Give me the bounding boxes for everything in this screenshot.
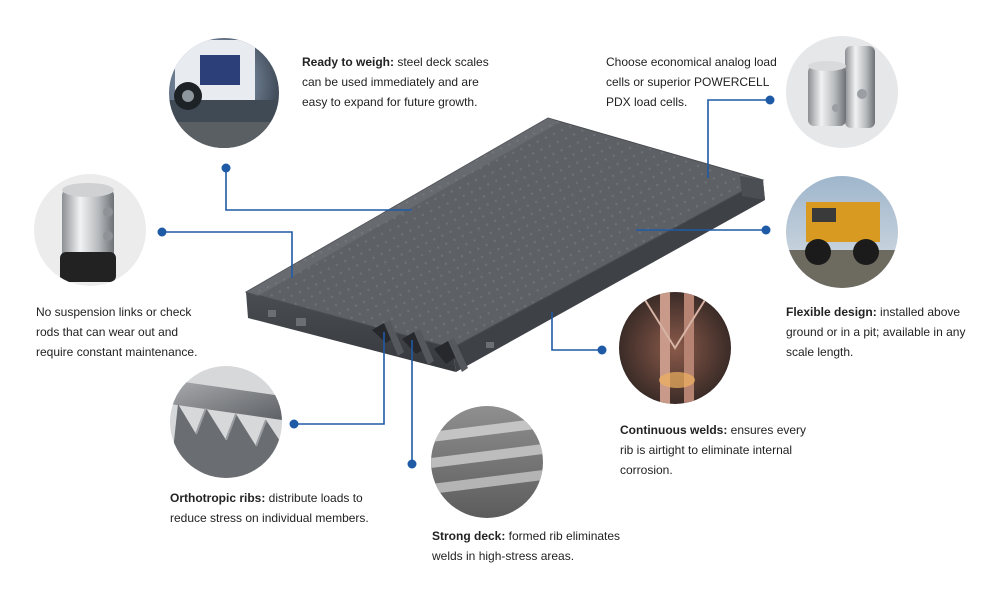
- caption-ribs-title: Orthotropic ribs:: [170, 491, 266, 505]
- caption-ribs-body: distribute loads to reduce stress on ind…: [170, 491, 369, 525]
- caption-flexible: Flexible design: installed above ground …: [786, 302, 976, 362]
- deck-ribs-photo: [431, 406, 543, 518]
- caption-load-cells-body: Choose economical analog load cells or s…: [606, 55, 777, 109]
- steel-deck-platform: [244, 117, 765, 372]
- ribs-closeup-photo: [170, 366, 282, 478]
- truck-photo: [169, 38, 279, 148]
- caption-welds: Continuous welds: ensures every rib is a…: [620, 420, 816, 480]
- caption-strong-deck-body: formed rib eliminates welds in high-stre…: [432, 529, 621, 563]
- caption-welds-title: Continuous welds:: [620, 423, 728, 437]
- caption-load-cells: Choose economical analog load cells or s…: [606, 52, 786, 112]
- leader-load-cells: [707, 99, 770, 178]
- caption-suspension: No suspension links or check rods that c…: [36, 302, 216, 362]
- load-cell-photo: [34, 174, 146, 286]
- leader-welds: [551, 312, 602, 351]
- leader-ready: [225, 168, 412, 211]
- caption-welds-body: ensures every rib is airtight to elimina…: [620, 423, 807, 477]
- leader-dots: [157, 95, 775, 469]
- caption-strong-deck: Strong deck: formed rib eliminates welds…: [432, 526, 632, 566]
- weld-interior-photo: [619, 292, 731, 404]
- caption-suspension-body: No suspension links or check rods that c…: [36, 305, 198, 359]
- caption-ready-body: steel deck scales can be used immediatel…: [302, 55, 489, 109]
- leader-suspension: [162, 231, 293, 278]
- caption-flexible-body: installed above ground or in a pit; avai…: [786, 305, 966, 359]
- leader-ribs: [294, 332, 385, 425]
- dump-truck-photo: [786, 176, 898, 288]
- load-cells-photo: [786, 36, 898, 148]
- caption-flexible-title: Flexible design:: [786, 305, 877, 319]
- caption-strong-deck-title: Strong deck:: [432, 529, 506, 543]
- caption-ready: Ready to weigh: steel deck scales can be…: [302, 52, 502, 112]
- caption-ribs: Orthotropic ribs: distribute loads to re…: [170, 488, 375, 528]
- caption-ready-title: Ready to weigh:: [302, 55, 395, 69]
- leader-lines: [162, 99, 770, 464]
